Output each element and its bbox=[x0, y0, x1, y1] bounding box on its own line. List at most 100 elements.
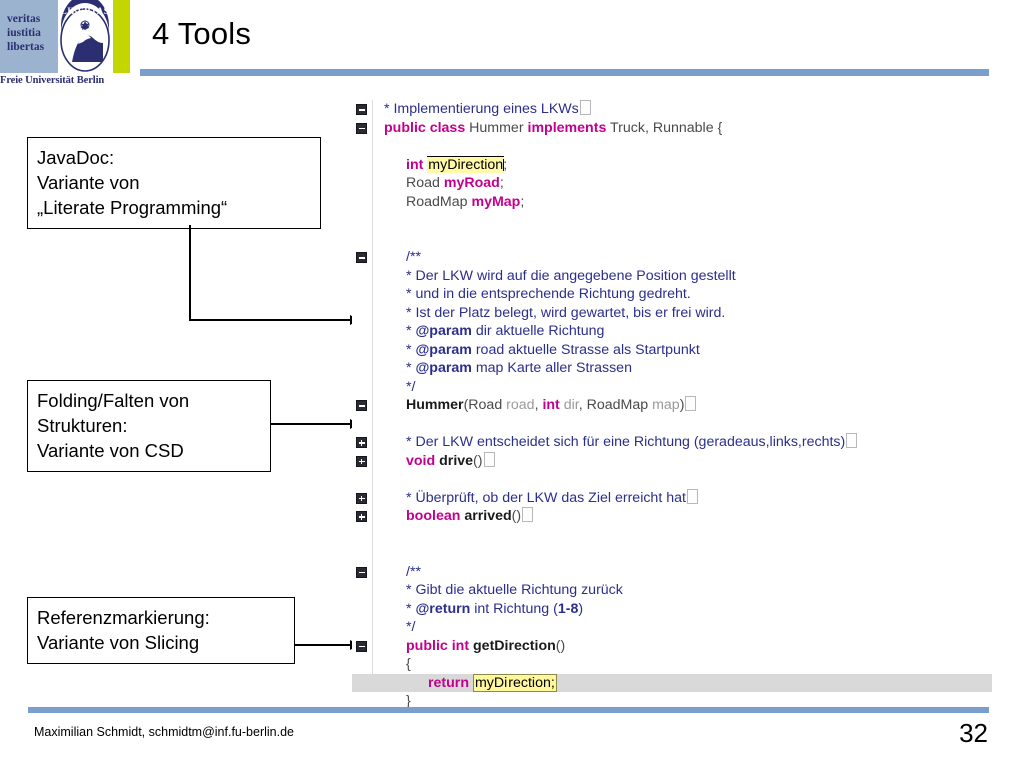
code-line[interactable] bbox=[352, 211, 992, 230]
editor-gutter-divider bbox=[372, 100, 373, 688]
code-token-cmt: * Der LKW entscheidet sich für eine Rich… bbox=[406, 434, 846, 450]
fold-expand-icon[interactable] bbox=[356, 437, 367, 448]
code-token-plain: ) bbox=[679, 397, 685, 413]
code-token-cmt: road aktuelle Strasse als Startpunkt bbox=[471, 341, 700, 358]
callout-javadoc: JavaDoc: Variante von „Literate Programm… bbox=[27, 137, 321, 229]
code-line[interactable]: Road myRoad; bbox=[352, 174, 992, 193]
code-token-ident: Hummer bbox=[406, 397, 464, 413]
fold-expand-icon[interactable] bbox=[356, 511, 367, 522]
connector-javadoc-vertical bbox=[189, 225, 191, 321]
code-line[interactable]: * @return int Richtung (1-8) bbox=[352, 600, 992, 619]
code-token-field: myMap bbox=[471, 193, 521, 210]
code-token-cmt: int Richtung ( bbox=[470, 600, 558, 617]
code-line[interactable]: */ bbox=[352, 618, 992, 637]
code-line[interactable]: * @param map Karte aller Strassen bbox=[352, 359, 992, 378]
code-line[interactable]: * und in die entsprechende Richtung gedr… bbox=[352, 285, 992, 304]
code-token-field: myRoad bbox=[443, 175, 500, 191]
fold-expand-icon[interactable] bbox=[356, 455, 367, 467]
code-token-plain: { bbox=[406, 656, 411, 672]
code-line-text: Hummer(Road road, int dir, RoadMap map) bbox=[384, 396, 697, 413]
folded-code-placeholder[interactable] bbox=[522, 507, 534, 522]
code-line[interactable]: * @param road aktuelle Strasse als Start… bbox=[352, 341, 992, 360]
page-title: 4 Tools bbox=[152, 16, 252, 51]
code-line-text: void drive() bbox=[384, 451, 495, 469]
callout-javadoc-line-1: JavaDoc: bbox=[37, 147, 115, 168]
code-token-plain: ; bbox=[503, 156, 508, 173]
code-line[interactable]: * Der LKW entscheidet sich für eine Rich… bbox=[352, 433, 992, 452]
code-line[interactable]: * @param dir aktuelle Richtung bbox=[352, 322, 992, 341]
code-line[interactable]: Hummer(Road road, int dir, RoadMap map) bbox=[352, 396, 992, 415]
code-line-text: * @param map Karte aller Strassen bbox=[384, 360, 632, 376]
logo-caption: Freie Universität Berlin bbox=[0, 75, 105, 86]
code-line-text: * @return int Richtung (1-8) bbox=[384, 601, 583, 617]
code-token-plain: () bbox=[473, 452, 483, 469]
code-token-kw: boolean bbox=[406, 508, 461, 524]
code-editor-pane[interactable]: * Implementierung eines LKWs public class… bbox=[352, 100, 992, 709]
fold-collapse-icon[interactable] bbox=[356, 104, 367, 115]
code-line[interactable] bbox=[352, 415, 992, 434]
code-line[interactable]: * Implementierung eines LKWs bbox=[352, 100, 992, 119]
code-line[interactable]: */ bbox=[352, 378, 992, 397]
code-line[interactable]: RoadMap myMap; bbox=[352, 193, 992, 212]
folded-code-placeholder[interactable] bbox=[483, 451, 495, 467]
code-lines-container[interactable]: * Implementierung eines LKWs public class… bbox=[352, 100, 992, 711]
code-line[interactable]: } bbox=[352, 692, 992, 711]
fold-collapse-icon[interactable] bbox=[356, 640, 367, 652]
code-line[interactable]: public class Hummer implements Truck, Ru… bbox=[352, 119, 992, 138]
folded-code-placeholder[interactable] bbox=[685, 396, 697, 411]
code-line[interactable]: void drive() bbox=[352, 451, 992, 471]
code-line[interactable] bbox=[352, 137, 992, 156]
connector-folding-horizontal bbox=[271, 423, 352, 425]
code-token-param: road bbox=[506, 397, 535, 413]
code-token-cmt: * und in die entsprechende Richtung gedr… bbox=[406, 286, 691, 302]
fold-expand-icon[interactable] bbox=[356, 492, 367, 504]
code-line-text: * Der LKW entscheidet sich für eine Rich… bbox=[384, 433, 858, 450]
code-token-plain: RoadMap bbox=[406, 193, 472, 210]
code-line[interactable]: { bbox=[352, 655, 992, 674]
fold-collapse-icon[interactable] bbox=[356, 566, 367, 578]
code-line[interactable]: /** bbox=[352, 248, 992, 267]
folded-code-placeholder[interactable] bbox=[846, 433, 858, 448]
code-token-plain: (Road bbox=[463, 397, 507, 413]
javadoc-tag: @param bbox=[415, 323, 472, 339]
code-line[interactable]: * Überprüft, ob der LKW das Ziel erreich… bbox=[352, 488, 992, 508]
code-line[interactable] bbox=[352, 526, 992, 545]
code-line[interactable] bbox=[352, 544, 992, 563]
folded-code-placeholder[interactable] bbox=[686, 488, 698, 504]
code-line[interactable] bbox=[352, 470, 992, 489]
code-line-text: */ bbox=[384, 379, 415, 395]
code-line-text: RoadMap myMap; bbox=[384, 194, 524, 210]
code-token-cmt: */ bbox=[406, 378, 416, 395]
code-line[interactable]: * Ist der Platz belegt, wird gewartet, b… bbox=[352, 304, 992, 323]
fold-collapse-icon[interactable] bbox=[356, 400, 367, 411]
code-token-plain: () bbox=[555, 637, 566, 654]
logo-motto-line-3: libertas bbox=[7, 41, 45, 53]
folded-code-placeholder[interactable] bbox=[579, 100, 591, 115]
code-token-plain: ; bbox=[499, 175, 504, 191]
connector-javadoc-horizontal bbox=[189, 319, 352, 321]
callout-javadoc-line-3: „Literate Programming“ bbox=[37, 197, 228, 218]
code-line-text: public class Hummer implements Truck, Ru… bbox=[384, 120, 722, 136]
connector-refmark-horizontal bbox=[295, 644, 352, 646]
code-line[interactable]: * Der LKW wird auf die angegebene Positi… bbox=[352, 267, 992, 286]
callout-folding: Folding/Falten von Strukturen: Variante … bbox=[27, 380, 271, 472]
code-line[interactable]: public int getDirection() bbox=[352, 637, 992, 656]
code-token-cmt: * bbox=[406, 600, 416, 617]
code-line-text: public int getDirection() bbox=[384, 638, 565, 654]
javadoc-tag: @return bbox=[415, 600, 471, 617]
code-token-plain: Truck, Runnable { bbox=[606, 119, 723, 136]
code-line-text: /** bbox=[384, 564, 421, 580]
code-token-cmt: * Implementierung eines LKWs bbox=[384, 101, 579, 117]
code-line[interactable]: boolean arrived() bbox=[352, 507, 992, 526]
code-line[interactable]: * Gibt die aktuelle Richtung zurück bbox=[352, 581, 992, 600]
code-line-text: /** bbox=[384, 249, 421, 265]
code-line[interactable]: int myDirection; bbox=[352, 155, 992, 175]
code-line-current[interactable]: return myDirection; bbox=[352, 673, 992, 692]
code-token-plain: () bbox=[511, 508, 522, 524]
code-line[interactable] bbox=[352, 230, 992, 249]
fold-collapse-icon[interactable] bbox=[356, 122, 367, 134]
code-line[interactable]: /** bbox=[352, 563, 992, 582]
callout-refmark-line-2: Variante von Slicing bbox=[37, 632, 200, 653]
fold-collapse-icon[interactable] bbox=[356, 252, 367, 263]
